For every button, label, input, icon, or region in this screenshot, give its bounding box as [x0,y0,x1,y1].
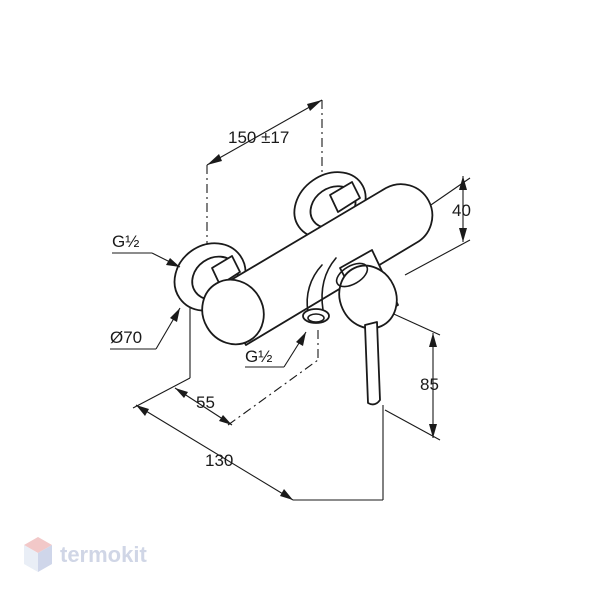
mixer-body [173,171,434,406]
label-diameter: Ø70 [110,328,142,347]
label-handle-height: 85 [420,375,439,394]
cylinder-body [213,183,434,346]
leader-diameter: Ø70 [110,307,181,350]
cylinder-cap [201,278,265,346]
dimension-130: 130 [135,404,383,501]
dimension-55: 55 [174,387,233,426]
leader-thread-outlet: G½ [245,331,307,368]
label-depth: 55 [196,393,215,412]
label-thread-left: G½ [112,232,139,251]
label-width: 130 [205,451,233,470]
watermark-text: termokit [60,542,147,567]
label-thread-outlet: G½ [245,347,272,366]
outlet [302,257,337,324]
dimension-85: 85 [420,333,439,438]
leader-thread-left: G½ [112,232,181,268]
dimension-150: 150 ±17 [206,99,323,166]
extension-lines [132,177,471,500]
label-height-top: 40 [452,201,471,220]
handle-knob [335,249,399,330]
dimension-40: 40 [452,176,471,242]
lever [364,321,381,406]
watermark: termokit [24,537,147,572]
label-spacing: 150 ±17 [228,128,289,147]
hexagon-logo-icon [24,537,52,572]
